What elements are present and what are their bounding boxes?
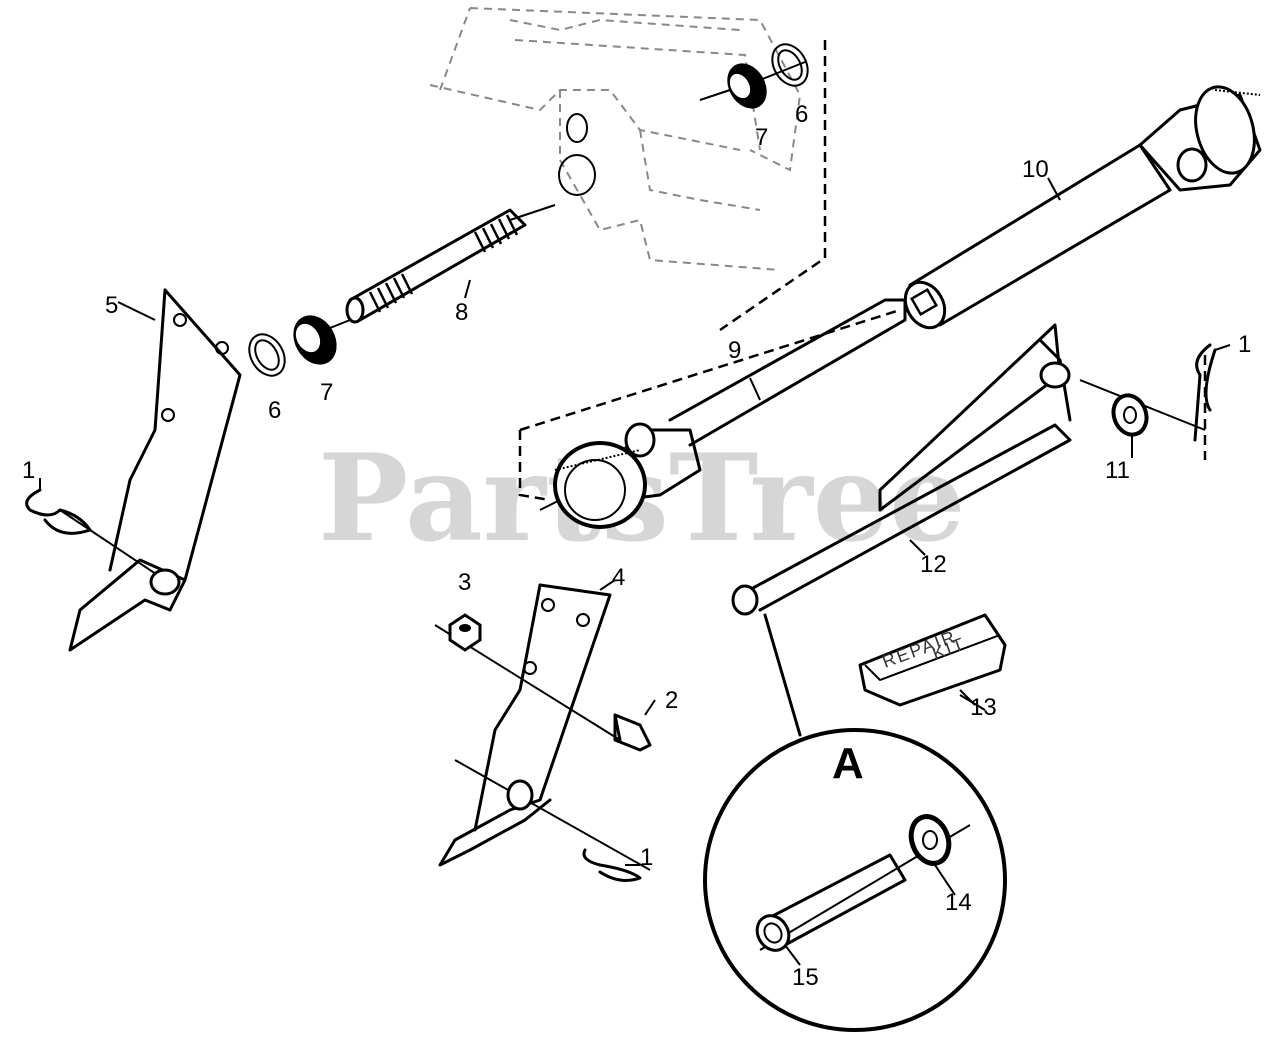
callout-5: 5	[105, 292, 118, 319]
callout-15: 15	[792, 964, 819, 991]
callout-13: 13	[970, 694, 997, 721]
bracket-part-12	[731, 323, 1072, 616]
snap-ring-part-6-lower	[248, 333, 286, 377]
shaft-part-9	[553, 298, 907, 529]
callout-1-right: 1	[1238, 331, 1251, 358]
housing-hole-small	[566, 113, 588, 143]
callout-14: 14	[945, 889, 972, 916]
repair-kit-part-13: REPAIR KIT	[858, 613, 1007, 707]
bearing-part-7-lower	[293, 315, 337, 365]
callout-11: 11	[1105, 457, 1130, 484]
boundary-lines	[518, 40, 1207, 502]
pedal-part-4	[438, 583, 612, 867]
watermark-trademark: TM	[930, 477, 947, 491]
cotter-pin-part-1-bottom	[582, 848, 642, 882]
callout-6-lower: 6	[268, 397, 281, 424]
callout-4: 4	[612, 564, 625, 591]
callout-7-top: 7	[755, 124, 768, 151]
detail-letter: A	[832, 739, 864, 788]
callout-3: 3	[458, 569, 471, 596]
callout-12: 12	[920, 551, 947, 578]
detail-a: A	[703, 613, 1007, 1032]
snap-ring-part-6-top	[771, 43, 809, 87]
cotter-pin-part-1-right	[1193, 343, 1217, 442]
housing-ghost	[429, 7, 802, 271]
bearing-part-7-top	[727, 63, 767, 109]
washer-part-11	[1111, 393, 1149, 437]
nut-part-3	[448, 613, 482, 652]
pedal-part-5	[68, 288, 242, 652]
shaft-part-8	[345, 208, 527, 324]
callouts: 10 7 6 8 9 1 11 12 13 5 6 7 1 3 4 2 1 14…	[22, 101, 1251, 991]
callout-8: 8	[455, 299, 468, 326]
leader-lines	[39, 177, 1231, 966]
cotter-pin-part-1-left	[25, 488, 92, 535]
housing-hole-large	[558, 154, 596, 196]
bolt-part-2	[613, 713, 652, 752]
callout-2: 2	[665, 687, 678, 714]
callout-1-bottom: 1	[640, 844, 653, 871]
callout-10: 10	[1022, 156, 1049, 183]
callout-9: 9	[728, 337, 741, 364]
callout-6-top: 6	[795, 101, 808, 128]
callout-7-lower: 7	[320, 379, 333, 406]
tube-part-10	[903, 85, 1262, 330]
callout-1-left: 1	[22, 457, 35, 484]
